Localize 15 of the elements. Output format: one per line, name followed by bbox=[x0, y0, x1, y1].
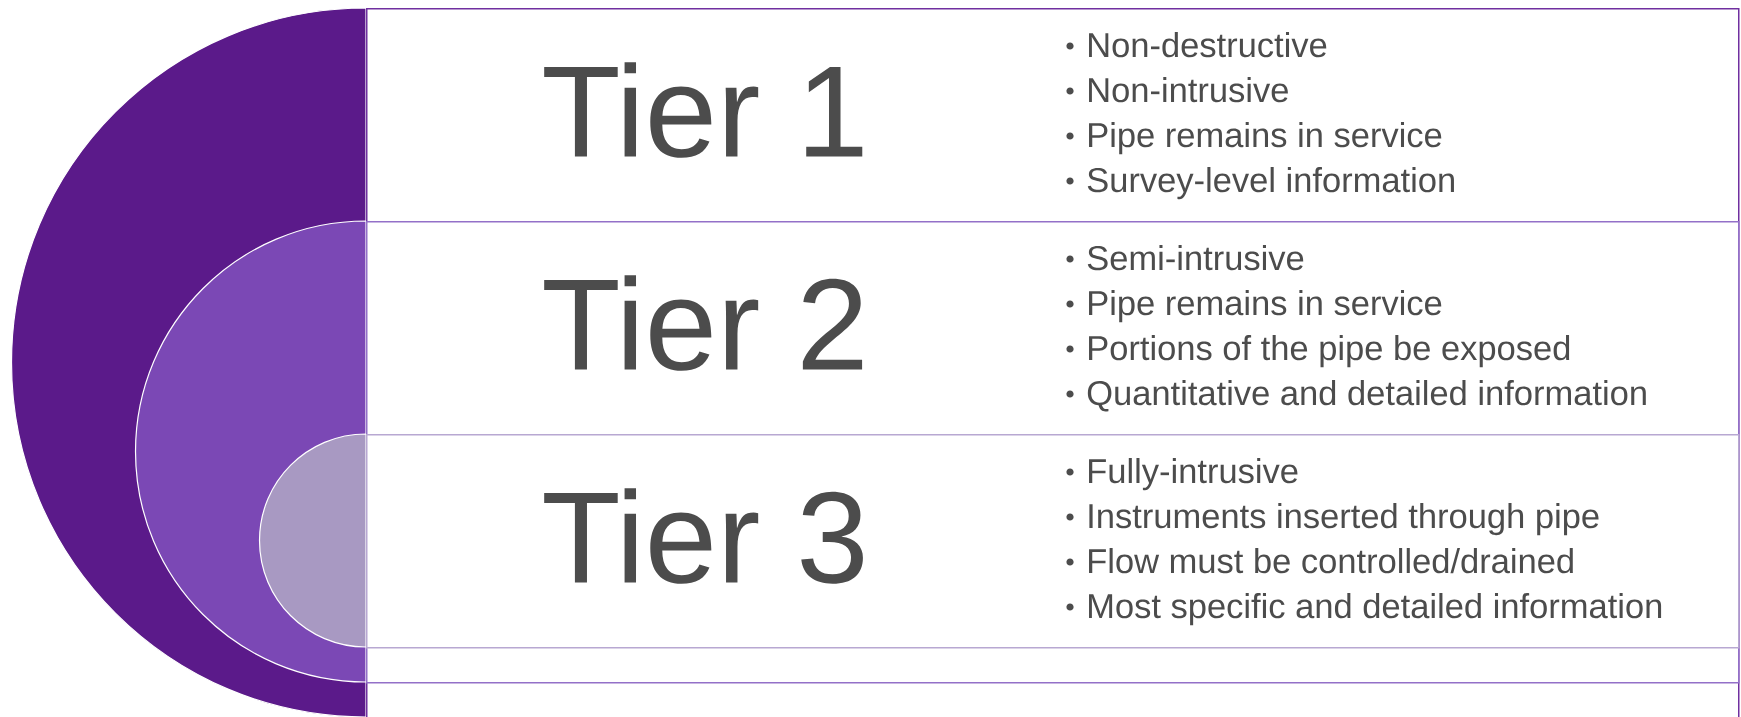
tier-heading: Tier 2 bbox=[544, 275, 863, 371]
bullet-item: Survey-level information bbox=[1066, 167, 1454, 200]
tier-heading: Tier 3 bbox=[544, 488, 863, 584]
bullet-item: Instruments inserted through pipe bbox=[1066, 503, 1599, 536]
bullet-item: Pipe remains in service bbox=[1066, 122, 1442, 155]
bullet-item: Non-intrusive bbox=[1066, 77, 1288, 103]
bullet-item: Semi-intrusive bbox=[1066, 245, 1304, 271]
bullet-item: Portions of the pipe be exposed bbox=[1066, 335, 1570, 368]
bullet-item: Non-destructive bbox=[1066, 32, 1327, 58]
bullet-item: Flow must be controlled/drained bbox=[1066, 548, 1573, 574]
bullet-item: Fully-intrusive bbox=[1066, 458, 1298, 491]
bullet-item: Pipe remains in service bbox=[1066, 290, 1442, 323]
bullet-item: Most specific and detailed information bbox=[1066, 593, 1662, 626]
tier-heading: Tier 1 bbox=[544, 62, 863, 158]
bullet-item: Quantitative and detailed information bbox=[1066, 380, 1646, 412]
